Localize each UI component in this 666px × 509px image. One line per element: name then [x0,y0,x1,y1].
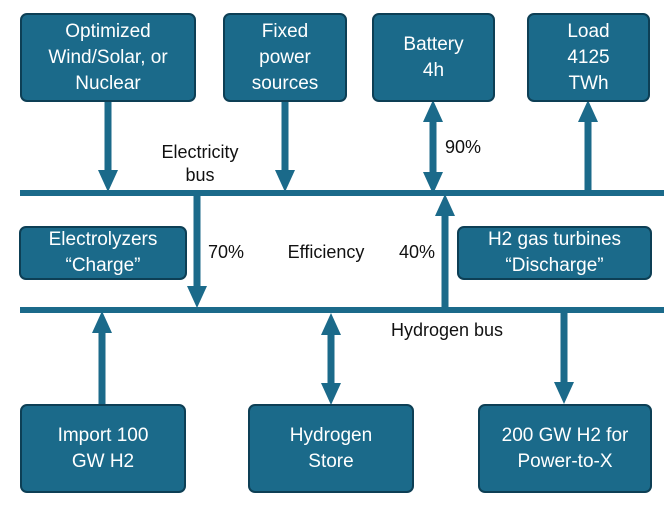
hydrogen-bus-label: Hydrogen bus [390,320,504,340]
electrolyzer-efficiency-label: 70% [207,242,245,262]
power-to-x-box: 200 GW H2 for Power-to-X [478,404,652,493]
gas-turbines-box: H2 gas turbines “Discharge” [457,226,652,280]
wind-solar-nuclear-box: Optimized Wind/Solar, or Nuclear [20,13,196,102]
electrolyzers-box: Electrolyzers “Charge” [19,226,187,280]
battery-box: Battery 4h [372,13,495,102]
efficiency-label: Efficiency [287,242,365,262]
import-h2-box: Import 100 GW H2 [20,404,186,493]
electricity-bus-label: Electricity bus [161,142,239,185]
turbine-efficiency-label: 40% [398,242,436,262]
load-box: Load 4125 TWh [527,13,650,102]
hydrogen-store-box: Hydrogen Store [248,404,414,493]
fixed-power-box: Fixed power sources [223,13,347,102]
battery-efficiency-label: 90% [444,137,482,157]
